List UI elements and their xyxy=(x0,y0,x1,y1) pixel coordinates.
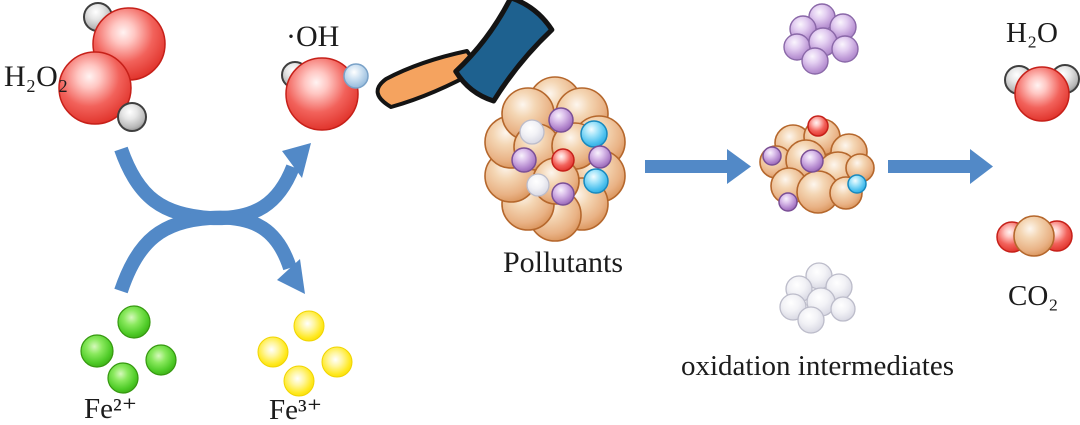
oxygen-sphere xyxy=(285,57,359,131)
intermediates-cluster xyxy=(759,115,875,214)
pollutants-cluster xyxy=(484,76,626,242)
fe3-ion-sphere xyxy=(321,346,353,378)
white-fragment-cluster xyxy=(779,262,856,334)
hammer-head xyxy=(453,0,555,104)
purple-fragment-cluster xyxy=(783,3,859,75)
hammer-handle xyxy=(375,49,482,109)
oh-radical-molecule xyxy=(281,57,369,131)
oxygen-sphere xyxy=(58,51,132,125)
substituent-sphere xyxy=(551,148,575,172)
substituent-sphere xyxy=(778,192,798,212)
substituent-sphere xyxy=(519,119,545,145)
fe2-ion-sphere xyxy=(107,362,139,394)
hydrogen-sphere xyxy=(343,63,369,89)
substituent-sphere xyxy=(526,173,550,197)
crossed-curved-arrows xyxy=(114,143,311,294)
pollutants-label: Pollutants xyxy=(503,246,623,279)
substituent-sphere xyxy=(551,182,575,206)
substituent-sphere xyxy=(847,174,867,194)
substituent-sphere xyxy=(800,149,824,173)
substituent-sphere xyxy=(762,146,782,166)
substituent-sphere xyxy=(588,145,612,169)
hammer-icon xyxy=(375,0,555,109)
arrowhead-icon xyxy=(277,259,305,294)
fe3-ion-sphere xyxy=(257,336,289,368)
oxygen-sphere xyxy=(1014,66,1070,122)
oxidation-intermediates-label: oxidation intermediates xyxy=(681,350,954,382)
substituent-sphere xyxy=(548,107,574,133)
arrowhead-icon xyxy=(282,143,311,178)
fe2-ions xyxy=(80,305,177,394)
fe3-ion-sphere xyxy=(293,310,325,342)
fe2-label: Fe²⁺ xyxy=(84,393,137,425)
h2o2-label: H₂O₂ xyxy=(4,60,68,93)
fe2-ion-sphere xyxy=(80,334,114,368)
h2o2-to-oh-arrow xyxy=(114,143,311,226)
carbon-sphere xyxy=(1013,215,1055,257)
fe2-ion-sphere xyxy=(145,344,177,376)
fe3-ions xyxy=(257,310,353,397)
substituent-sphere xyxy=(580,120,608,148)
co2-label: CO₂ xyxy=(1008,280,1058,312)
h2o-label: H₂O xyxy=(1006,17,1058,49)
substituent-sphere xyxy=(511,147,537,173)
hydrogen-sphere xyxy=(117,102,147,132)
co2-molecule xyxy=(996,215,1073,257)
fe3-label: Fe³⁺ xyxy=(269,394,322,425)
fe2-ion-sphere xyxy=(117,305,151,339)
right-arrow-icon xyxy=(888,149,993,184)
h2o2-molecule xyxy=(58,2,166,132)
h2o-molecule xyxy=(1004,64,1080,122)
fe3-ion-sphere xyxy=(283,365,315,397)
fe2-to-fe3-arrow xyxy=(114,210,305,294)
right-arrow-icon xyxy=(645,149,751,184)
oh-radical-label: ·OH xyxy=(286,20,339,53)
substituent-sphere xyxy=(807,115,829,137)
substituent-sphere xyxy=(583,168,609,194)
